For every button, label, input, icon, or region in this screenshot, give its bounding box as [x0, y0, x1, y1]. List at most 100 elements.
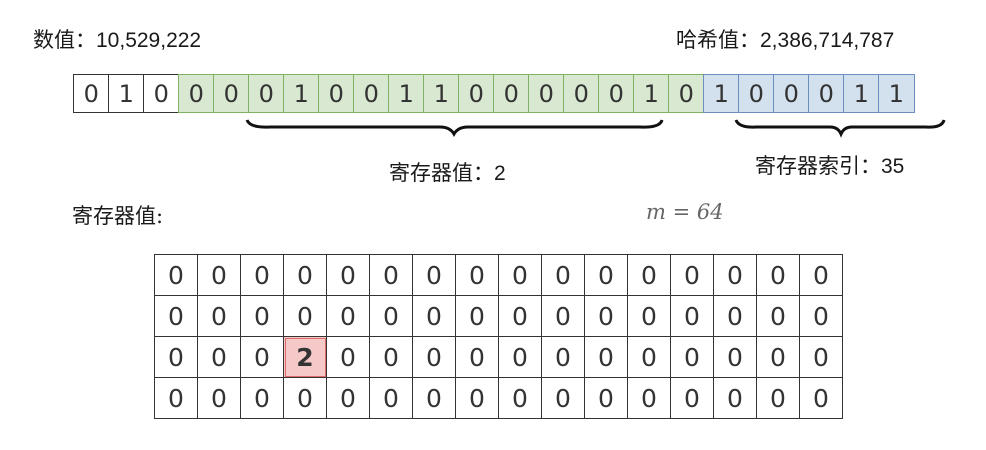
- register-value-annotation: 寄存器值：2: [389, 157, 506, 187]
- register-cell: 0: [412, 254, 456, 296]
- bit-cell-value: 1: [283, 74, 320, 113]
- register-cell: 0: [197, 336, 241, 378]
- register-cell: 0: [713, 377, 757, 419]
- bit-cell-value: 1: [388, 74, 425, 113]
- bit-cell-value: 0: [563, 74, 600, 113]
- register-cell: 0: [670, 295, 714, 337]
- bit-cell-value: 0: [178, 74, 215, 113]
- bit-cell-value: 0: [668, 74, 705, 113]
- register-cell: 0: [455, 336, 499, 378]
- bit-cell-value: 0: [213, 74, 250, 113]
- register-cell: 0: [541, 377, 585, 419]
- bit-cell-value: 0: [528, 74, 565, 113]
- registers-heading: 寄存器值:: [72, 204, 164, 228]
- register-cell: 0: [326, 254, 370, 296]
- register-cell: 0: [412, 377, 456, 419]
- register-index-annotation-value: 35: [881, 155, 905, 178]
- bit-cell-value: 1: [423, 74, 460, 113]
- register-cell: 0: [756, 336, 800, 378]
- register-cell: 0: [498, 254, 542, 296]
- bit-cell-prefix: 1: [108, 74, 145, 113]
- number-label: 数值：10,529,222: [33, 24, 201, 54]
- register-cell: 0: [283, 295, 327, 337]
- register-cell: 0: [756, 254, 800, 296]
- register-value-annotation-value: 2: [494, 162, 506, 185]
- register-cell: 0: [670, 254, 714, 296]
- register-cell: 0: [498, 377, 542, 419]
- register-cell: 0: [584, 336, 628, 378]
- register-cell: 0: [584, 377, 628, 419]
- register-cell: 0: [240, 336, 284, 378]
- number-value: 10,529,222: [96, 29, 202, 52]
- register-index-annotation-label: 寄存器索引：: [755, 154, 881, 178]
- register-cell: 0: [541, 336, 585, 378]
- register-cell: 0: [541, 254, 585, 296]
- register-cell: 0: [627, 254, 671, 296]
- register-cell: 0: [713, 295, 757, 337]
- bit-cell-value: 0: [353, 74, 390, 113]
- register-cell: 0: [541, 295, 585, 337]
- register-cell: 0: [197, 295, 241, 337]
- register-cell: 0: [240, 254, 284, 296]
- register-cell: 0: [627, 295, 671, 337]
- register-cell: 0: [498, 295, 542, 337]
- bit-cell-value: 0: [248, 74, 285, 113]
- register-cell: 0: [455, 254, 499, 296]
- register-cell: 0: [627, 377, 671, 419]
- register-cell: 0: [799, 336, 843, 378]
- register-cell: 0: [197, 377, 241, 419]
- register-cell: 0: [670, 336, 714, 378]
- register-cell: 0: [197, 254, 241, 296]
- hash-value: 2,386,714,787: [760, 29, 895, 52]
- register-cell: 0: [369, 295, 413, 337]
- register-cell: 0: [283, 254, 327, 296]
- register-cell: 0: [369, 336, 413, 378]
- register-cell: 0: [799, 377, 843, 419]
- register-cell: 0: [455, 377, 499, 419]
- register-cell: 0: [154, 377, 198, 419]
- register-cell: 0: [412, 336, 456, 378]
- register-cell: 0: [799, 295, 843, 337]
- register-cell-highlighted: 2: [283, 336, 327, 378]
- register-index-annotation: 寄存器索引：35: [755, 150, 904, 180]
- bit-cell-index: 1: [843, 74, 880, 113]
- bit-cell-value: 0: [458, 74, 495, 113]
- register-cell: 0: [713, 254, 757, 296]
- bit-cell-index: 1: [878, 74, 915, 113]
- register-cell: 0: [369, 377, 413, 419]
- register-cell: 0: [584, 254, 628, 296]
- register-cell: 0: [584, 295, 628, 337]
- register-cell: 0: [283, 377, 327, 419]
- register-cell: 0: [455, 295, 499, 337]
- register-cell: 0: [799, 254, 843, 296]
- bit-cell-prefix: 0: [143, 74, 180, 113]
- register-cell: 0: [154, 336, 198, 378]
- register-cell: 0: [326, 295, 370, 337]
- register-value-annotation-label: 寄存器值：: [389, 161, 494, 185]
- number-label-text: 数值：: [33, 28, 96, 52]
- m-label: m = 64: [646, 200, 724, 224]
- bit-cell-index: 0: [808, 74, 845, 113]
- register-cell: 0: [412, 295, 456, 337]
- bit-cell-value: 0: [318, 74, 355, 113]
- register-cell: 0: [154, 295, 198, 337]
- bit-cell-index: 1: [703, 74, 740, 113]
- register-cell: 0: [154, 254, 198, 296]
- bit-cell-index: 0: [773, 74, 810, 113]
- register-cell: 0: [756, 295, 800, 337]
- register-cell: 0: [326, 336, 370, 378]
- bit-cell-value: 0: [493, 74, 530, 113]
- register-cell: 0: [240, 295, 284, 337]
- register-cell: 0: [627, 336, 671, 378]
- hash-label: 哈希值：2,386,714,787: [676, 24, 894, 54]
- register-cell: 0: [326, 377, 370, 419]
- register-cell: 0: [498, 336, 542, 378]
- register-cell: 0: [369, 254, 413, 296]
